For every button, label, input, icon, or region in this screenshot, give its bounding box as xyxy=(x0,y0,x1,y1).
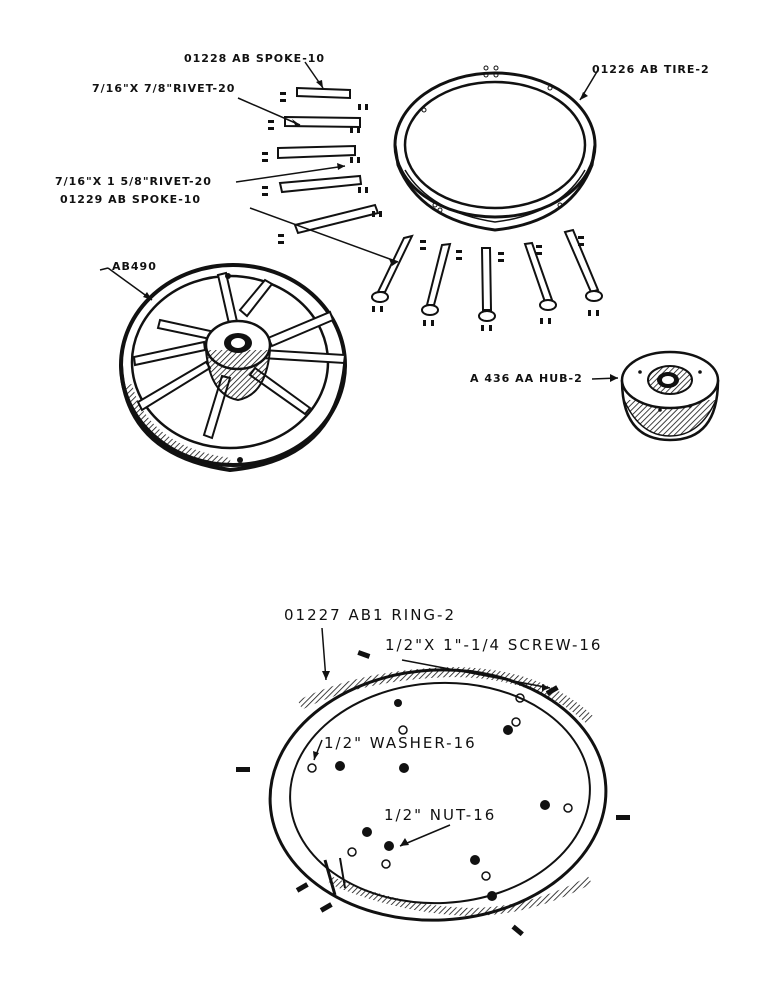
ring-hardware xyxy=(236,650,630,937)
long-rivet-label: 7/16"X 1 5/8"RIVET-20 xyxy=(55,175,212,188)
assembled-wheel xyxy=(119,263,347,473)
wheel-label: AB490 xyxy=(112,260,157,273)
loose-rivets xyxy=(372,236,599,331)
arrowheads xyxy=(143,80,618,846)
tire-label: 01226 AB TIRE-2 xyxy=(592,63,710,76)
spoke-01228-label: 01228 AB SPOKE-10 xyxy=(184,52,326,65)
short-rivet-label: 7/16"X 7/8"RIVET-20 xyxy=(92,82,236,95)
screw-label: 1/2"X 1"-1/4 SCREW-16 xyxy=(385,636,603,654)
spoke-stack xyxy=(277,86,380,235)
spoke-01229-label: 01229 AB SPOKE-10 xyxy=(60,193,202,206)
ring-label: 01227 AB1 RING-2 xyxy=(284,606,456,624)
hub-part xyxy=(620,350,720,442)
tire-ring xyxy=(393,65,597,232)
rivet-marks xyxy=(262,92,382,244)
loose-spokes xyxy=(371,228,603,322)
nut-label: 1/2" NUT-16 xyxy=(384,806,497,824)
washer-label: 1/2" WASHER-16 xyxy=(324,734,477,752)
split-ring xyxy=(268,666,608,922)
hub-label: A 436 AA HUB-2 xyxy=(470,372,583,385)
leader-lines xyxy=(99,61,619,847)
